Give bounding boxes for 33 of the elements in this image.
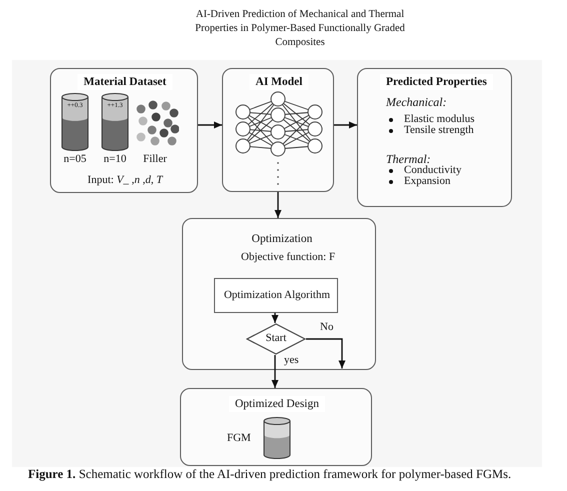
category-heading: Thermal: bbox=[386, 152, 431, 166]
input-variables: Input: V_ ,n ,d, T bbox=[88, 174, 162, 187]
arrow bbox=[274, 192, 282, 218]
box-title: Optimized Design bbox=[229, 396, 325, 412]
arrow bbox=[198, 122, 222, 128]
process-box bbox=[50, 68, 198, 193]
objective-function-text: Objective function: F bbox=[241, 251, 336, 264]
arrow bbox=[272, 355, 278, 388]
list-item: Conductivity bbox=[404, 164, 462, 176]
caption-label: Filler bbox=[143, 153, 167, 166]
figure-caption: Figure 1. Schematic workflow of the AI-driven prediction framework for polymer-based FGMs. bbox=[28, 467, 512, 482]
arrow bbox=[272, 313, 278, 323]
caption-label: n=10 bbox=[104, 153, 126, 166]
process-box bbox=[214, 278, 338, 313]
process-box bbox=[182, 218, 376, 370]
caption-label: FGM bbox=[227, 432, 251, 445]
arrow bbox=[306, 338, 346, 368]
list-item: Elastic modulus bbox=[404, 113, 475, 125]
arrow bbox=[334, 122, 357, 128]
process-box bbox=[222, 68, 334, 192]
box-title: Material Dataset bbox=[78, 74, 172, 90]
caption-label: n=05 bbox=[64, 153, 86, 166]
box-title: AI Model bbox=[250, 74, 308, 90]
process-box bbox=[180, 388, 372, 466]
category-heading: Mechanical: bbox=[386, 95, 447, 109]
decision-label: Start bbox=[266, 332, 286, 345]
list-item: Expansion bbox=[404, 175, 450, 188]
process-label: Optimization Algorithm bbox=[224, 289, 330, 302]
box-title: Predicted Properties bbox=[380, 74, 493, 90]
diagram-title: AI-Driven Prediction of Mechanical and Thermal Properties in Polymer-Based Functionally Graded Composites bbox=[194, 8, 406, 50]
process-box bbox=[357, 68, 512, 207]
box-title: Optimization bbox=[252, 232, 312, 246]
list-item: Tensile strength bbox=[404, 124, 474, 137]
